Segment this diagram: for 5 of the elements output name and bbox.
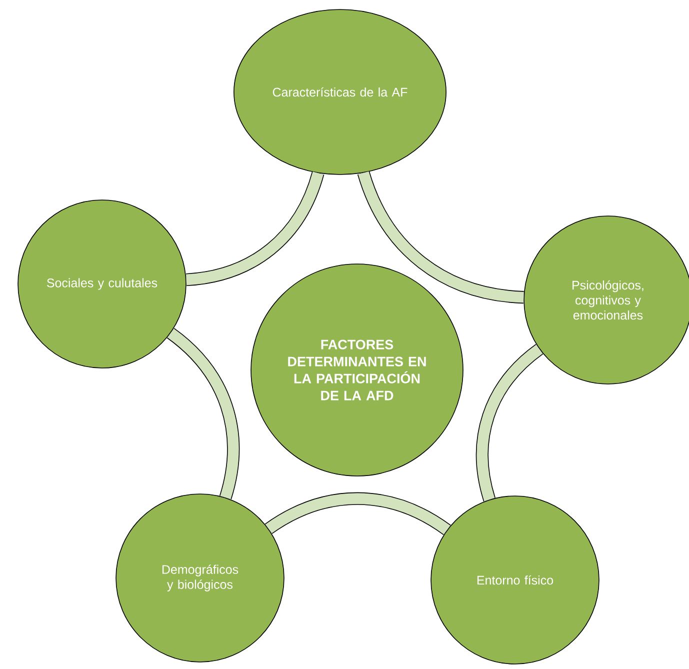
ring-connector (358, 170, 524, 304)
ring-connector (186, 171, 324, 286)
ring-connector (166, 328, 240, 500)
ring-connector (476, 344, 544, 502)
ring-connector (265, 492, 451, 536)
